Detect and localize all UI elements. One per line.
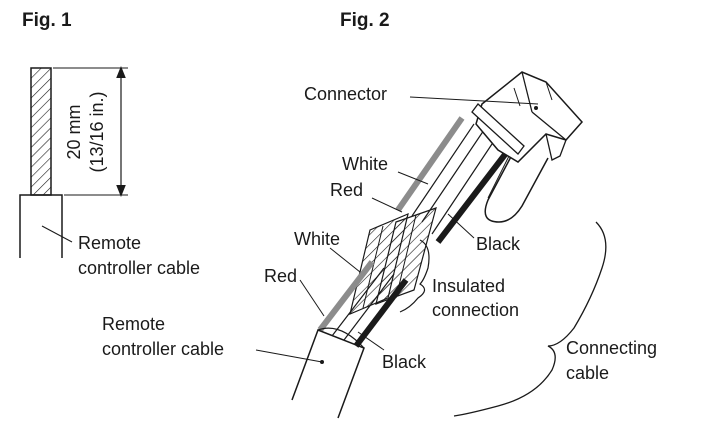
red-upper-leader [371, 197, 403, 213]
fig2-title: Fig. 2 [340, 10, 390, 31]
connecting-cable-brace [453, 221, 607, 417]
black-lower-label: Black [382, 352, 427, 372]
remote-cable-end [317, 327, 365, 349]
black-lower-leader [357, 331, 385, 351]
connector [471, 71, 584, 163]
remote-cable-leader [255, 349, 323, 363]
fig1-title: Fig. 1 [22, 10, 72, 31]
white-lower-label: White [294, 229, 340, 249]
connecting-cable-label-line1: Connecting [566, 338, 657, 358]
connector-leader [409, 96, 539, 105]
red-lower-label: Red [264, 266, 297, 286]
wire-loop [484, 135, 549, 223]
remote-cable-label-line2: controller cable [102, 339, 224, 359]
red-lower-leader [299, 279, 325, 317]
insulated-label-line1: Insulated [432, 276, 505, 296]
fig2-drawing: Connector White Red Black White Red Insu… [102, 71, 657, 419]
lower-black-wire [353, 278, 409, 348]
black-upper-label: Black [476, 234, 521, 254]
lower-red-wire-edge [343, 273, 395, 341]
red-upper-label: Red [330, 180, 363, 200]
upper-white-wire-edge-b [421, 129, 485, 223]
insulated-label-line2: connection [432, 300, 519, 320]
white-upper-label: White [342, 154, 388, 174]
stripped-wire [30, 67, 52, 196]
upper-black-wire [435, 146, 513, 244]
remote-cable-label-line1: Remote [102, 314, 165, 334]
fig1-label-line2: controller cable [78, 258, 200, 278]
lower-white-wire-edge-a [331, 267, 385, 337]
white-upper-leader [397, 171, 429, 185]
connecting-cable-label-line2: cable [566, 363, 609, 383]
remote-cable-jacket [291, 329, 365, 419]
black-upper-leader [447, 213, 475, 239]
fig1-label-line1: Remote [78, 233, 141, 253]
dimension-mm-text: 20 mm [64, 104, 84, 159]
upper-grey-wire [395, 116, 465, 212]
lower-grey-wire [317, 260, 375, 332]
connector-label: Connector [304, 84, 387, 104]
upper-red-wire-edge [431, 137, 497, 235]
upper-white-wire-edge-a [411, 123, 475, 217]
cable-jacket [19, 194, 63, 258]
white-lower-leader [329, 247, 361, 273]
insulated-brace [399, 239, 430, 313]
fig1-drawing: 20 mm (13/16 in.) Remote controller cabl… [19, 66, 200, 278]
dimension-in-text: (13/16 in.) [87, 91, 107, 172]
fig1-leader [41, 225, 73, 243]
